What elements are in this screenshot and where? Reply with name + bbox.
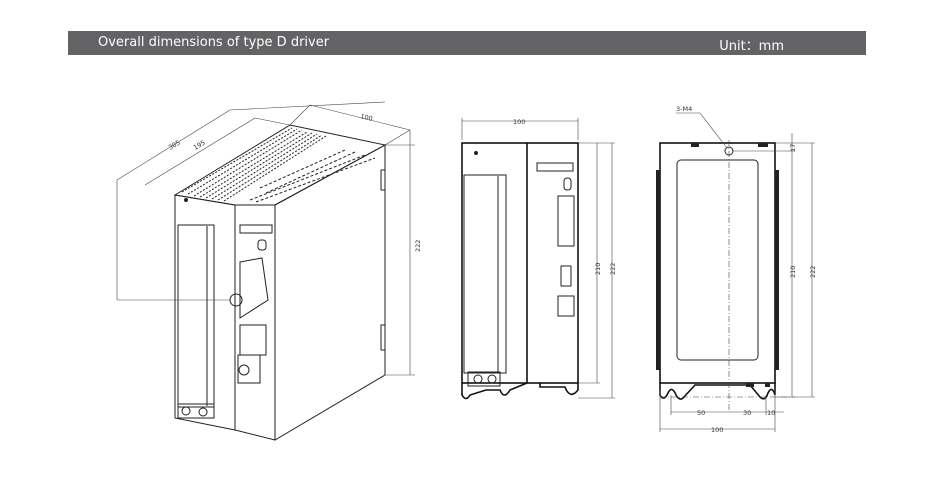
dim-30: 30 <box>743 409 751 417</box>
unit-label: Unit：mm <box>719 39 784 54</box>
front-rj45 <box>557 295 575 317</box>
dim-50: 50 <box>697 409 705 417</box>
iso-leds <box>239 224 273 251</box>
front-leds <box>536 162 574 172</box>
front-usb <box>560 265 572 287</box>
dim-iso-height: 222 <box>414 240 422 252</box>
hole-label: 3-M4 <box>676 105 692 113</box>
front-body <box>461 142 579 384</box>
iso-front-left <box>174 194 236 431</box>
dim-rear-222: 222 <box>809 266 817 278</box>
iso-terminals <box>177 403 215 419</box>
dim-195: 195 <box>192 139 207 152</box>
dim-305: 305 <box>167 139 182 152</box>
iso-front-right <box>234 204 276 441</box>
dim-iso-width: 100 <box>360 112 374 123</box>
dim-rear-210: 210 <box>789 266 797 278</box>
front-window <box>463 174 507 374</box>
rear-view: 3-M4 17 210 222 50 30 10 100 <box>656 105 817 434</box>
dim-front-210: 210 <box>594 263 602 275</box>
title: Overall dimensions of type D driver <box>98 35 330 50</box>
front-cn-connector <box>557 195 575 247</box>
dim-front-width: 100 <box>513 118 525 126</box>
iso-window <box>177 224 215 408</box>
dim-10: 10 <box>767 409 775 417</box>
dim-front-222: 222 <box>609 263 617 275</box>
isometric-view: 305 195 100 222 <box>116 101 422 441</box>
front-view: 100 210 222 <box>461 118 617 400</box>
title-bar: Overall dimensions of type D driver Unit… <box>68 31 866 55</box>
dim-17: 17 <box>789 144 797 152</box>
iso-vents <box>181 127 376 203</box>
dim-rear-width: 100 <box>711 426 723 434</box>
rear-plate <box>676 159 759 361</box>
iso-connector <box>239 257 269 319</box>
